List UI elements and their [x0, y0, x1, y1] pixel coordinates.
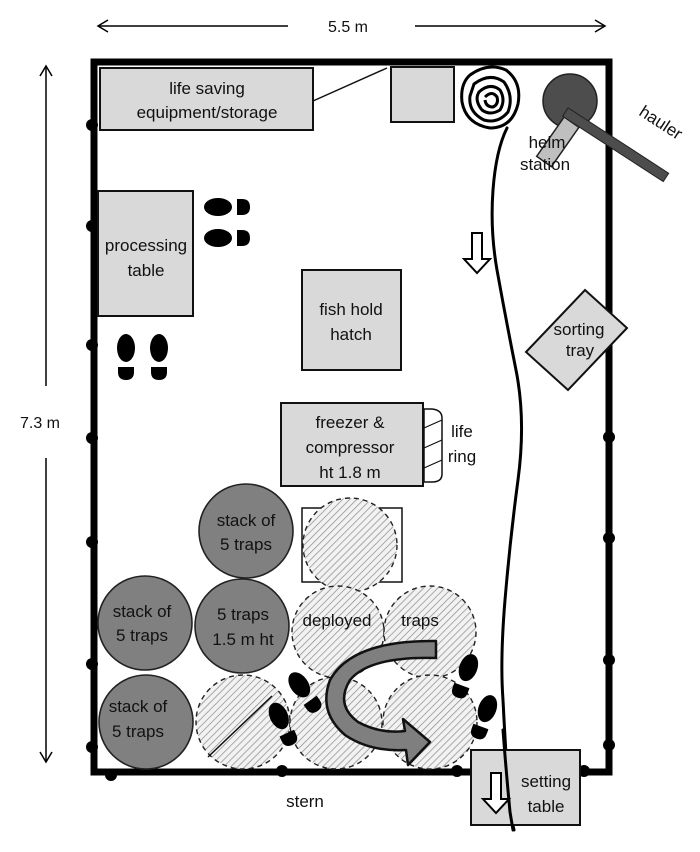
- processing-table-box: [97, 190, 194, 317]
- post: [603, 532, 615, 544]
- storage-lid-line: [312, 67, 388, 102]
- helm-label-1: helm: [529, 133, 566, 152]
- sorting-label-2: tray: [566, 341, 595, 360]
- trap-stack: [98, 674, 194, 770]
- post: [603, 431, 615, 443]
- post: [86, 536, 98, 548]
- trap-stack: [198, 483, 294, 579]
- storage-box: [390, 66, 455, 123]
- setting-table: setting table: [470, 749, 581, 826]
- sorting-tray: sorting tray: [524, 288, 629, 392]
- down-arrow-icon: [480, 772, 512, 815]
- post: [86, 119, 98, 131]
- helm-label-2: station: [520, 155, 570, 174]
- sorting-label-1: sorting: [553, 320, 604, 339]
- post: [105, 769, 117, 781]
- trap-stack-label-1: stack of: [113, 602, 172, 621]
- trap-stack-label-2: 1.5 m ht: [212, 630, 274, 649]
- processing-label-2: table: [128, 261, 165, 280]
- hauler-arm: [561, 107, 670, 183]
- arrow-right-icon: [594, 19, 607, 33]
- setting-label-1: setting: [521, 772, 571, 791]
- post: [86, 658, 98, 670]
- post: [603, 739, 615, 751]
- trap-stack-label-1: stack of: [109, 697, 168, 716]
- width-label: 5.5 m: [328, 19, 368, 36]
- life-ring-label-1: life: [451, 422, 473, 441]
- trap-stack-label-2: 5 traps: [112, 722, 164, 741]
- hull-wall: [90, 58, 613, 776]
- trap-stack-label-1: stack of: [217, 511, 276, 530]
- sorting-tray-box: [524, 288, 629, 392]
- arrow-up-icon: [39, 64, 53, 77]
- footprints-left: [117, 334, 168, 380]
- freezer-compressor: freezer & compressor ht 1.8 m: [280, 402, 424, 487]
- fish-hold-label-2: hatch: [330, 325, 372, 344]
- fish-hold-hatch-box: [301, 269, 402, 371]
- freezer-label-3: ht 1.8 m: [319, 463, 380, 482]
- wall-posts: [86, 119, 615, 781]
- stern-label: stern: [286, 792, 324, 811]
- processing-table: processing table: [97, 190, 194, 317]
- setting-table-box: [470, 749, 581, 826]
- freezer-label-2: compressor: [306, 438, 395, 457]
- footprint-icon: [150, 334, 168, 380]
- life-saving-storage: life saving equipment/storage: [99, 67, 388, 131]
- post: [86, 220, 98, 232]
- processing-label-1: processing: [105, 236, 187, 255]
- setting-label-2: table: [528, 797, 565, 816]
- fish-hold-hatch: fish hold hatch: [301, 269, 402, 371]
- trap-stack-label-1: 5 traps: [217, 605, 269, 624]
- fish-hold-label-1: fish hold: [319, 300, 382, 319]
- down-arrow-icon: [461, 232, 493, 275]
- post: [451, 765, 463, 777]
- life-ring-label-2: ring: [448, 447, 476, 466]
- post: [86, 741, 98, 753]
- footprint-icon: [204, 198, 250, 216]
- curved-arrow-icon: [325, 639, 438, 767]
- trap-stack: [194, 578, 290, 674]
- length-label: 7.3 m: [20, 415, 60, 432]
- post: [603, 654, 615, 666]
- rope-coil-icon: [460, 65, 521, 130]
- trap-stack-label-2: 5 traps: [220, 535, 272, 554]
- footprint-icon: [204, 229, 250, 247]
- post: [86, 339, 98, 351]
- life-saving-label-1: life saving: [169, 79, 245, 98]
- trap-line: [207, 695, 273, 758]
- footprint-icon: [117, 334, 135, 380]
- trap-stack-label-2: 5 traps: [116, 626, 168, 645]
- trap-stack: [97, 575, 193, 671]
- trap-stacks: stack of 5 traps stack of 5 traps 5 trap…: [97, 483, 294, 770]
- freezer-label-1: freezer &: [316, 413, 386, 432]
- width-dimension: 5.5 m: [96, 19, 607, 36]
- deployed-traps: deployed traps: [195, 497, 478, 770]
- life-saving-label-2: equipment/storage: [137, 103, 278, 122]
- life-ring: life ring: [423, 408, 476, 483]
- traps-label: traps: [401, 611, 439, 630]
- rope-line: [490, 126, 524, 832]
- deployed-trap: [302, 497, 398, 593]
- arrow-left-icon: [96, 19, 109, 33]
- life-ring-icon: [423, 408, 443, 483]
- rope-line-end: [501, 728, 515, 832]
- post: [86, 432, 98, 444]
- deployed-label: deployed: [302, 611, 371, 630]
- arrow-down-icon: [39, 751, 53, 764]
- life-saving-storage-box: [99, 67, 314, 131]
- freezer-box: [280, 402, 424, 487]
- hauler-label: hauler: [636, 102, 686, 144]
- length-dimension: 7.3 m: [20, 64, 60, 764]
- footprints-processing: [204, 198, 250, 247]
- helm-station: helm station: [520, 73, 598, 174]
- post: [276, 765, 288, 777]
